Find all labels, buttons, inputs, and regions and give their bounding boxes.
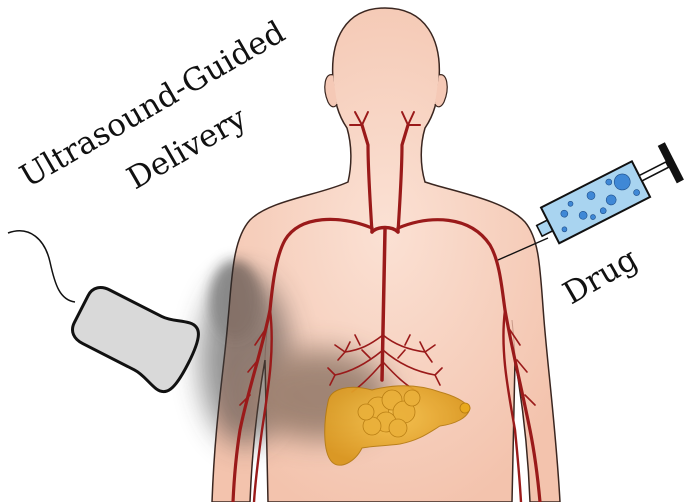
probe-cable — [8, 231, 75, 302]
ultrasound-probe-icon — [8, 231, 205, 397]
title-label: Ultrasound-Guided Delivery — [14, 14, 291, 197]
drug-label: Drug — [557, 241, 644, 312]
